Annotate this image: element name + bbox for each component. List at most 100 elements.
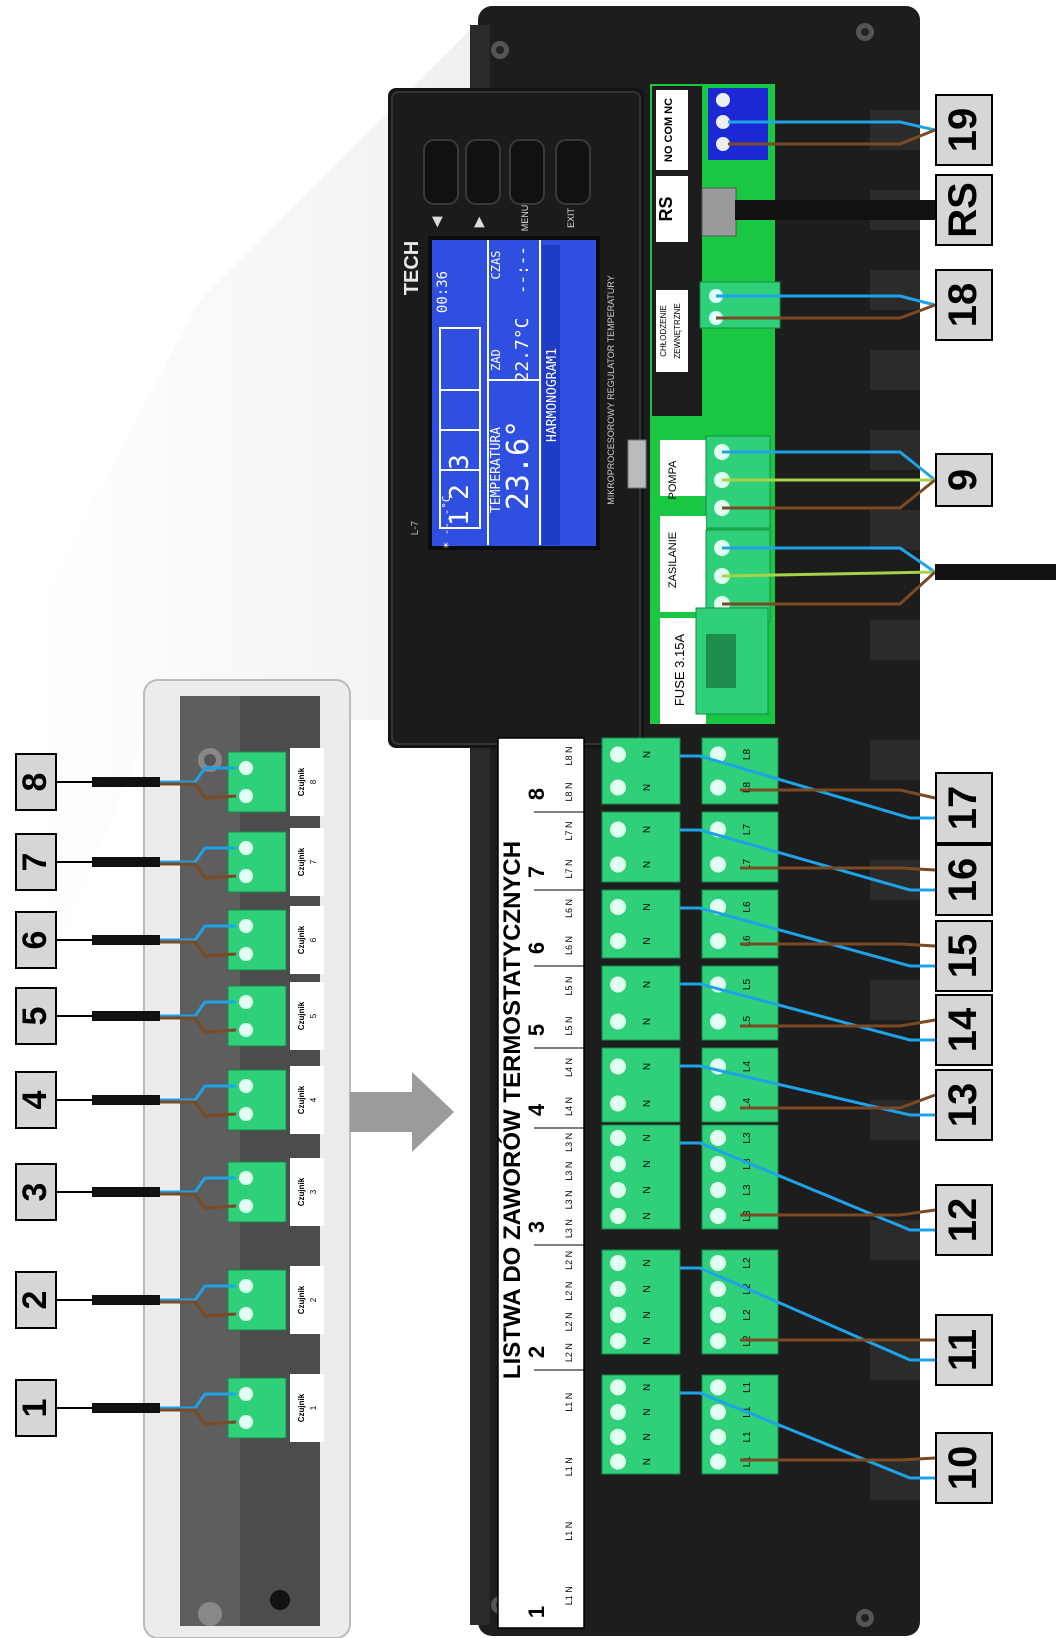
n-terminal-label: N <box>642 937 653 944</box>
lcd-temp-label: TEMPERATURA <box>489 427 504 513</box>
screw-icon <box>610 1428 626 1445</box>
sensor-label: Czujnik <box>297 767 306 796</box>
callout-box-left <box>15 911 57 969</box>
screw-icon <box>610 1281 626 1297</box>
screw-icon <box>239 1079 253 1093</box>
screw-icon <box>239 761 253 775</box>
callout-number-right: 19 <box>941 108 985 153</box>
callout-number-left: 1 <box>16 1399 54 1418</box>
screw-icon <box>710 1208 726 1224</box>
lcd-time-value: --:-- <box>513 246 532 294</box>
right-arrow-icon: ▶ <box>470 216 486 227</box>
sensor-label-box <box>290 1266 324 1334</box>
screw-icon <box>710 1453 726 1470</box>
n-terminal-label: N <box>642 1186 653 1193</box>
rs-cable <box>735 200 935 220</box>
zone-term-label: L3 N <box>564 1133 574 1152</box>
wire-blue <box>160 1000 236 1018</box>
l-terminal-label: L6 <box>742 935 753 947</box>
n-terminal-label: N <box>642 1160 653 1167</box>
screw-icon <box>610 1058 626 1075</box>
zone-number-7: 7 <box>524 866 549 878</box>
callout-box-left <box>15 1379 57 1437</box>
button-right[interactable] <box>465 139 501 205</box>
screw-icon <box>710 1281 726 1297</box>
strip-title: LISTWA DO ZAWORÓW TERMOSTATYCZNYCH <box>498 841 526 1379</box>
brand-logo: TECH <box>401 241 423 295</box>
button-left[interactable] <box>423 139 459 205</box>
screw-icon <box>610 976 626 993</box>
l-terminal-label: L6 <box>742 901 753 913</box>
lcd-zone-1: 1 <box>445 510 475 526</box>
sensor-label: Czujnik <box>297 1085 306 1114</box>
zone-term-label: L2 N <box>564 1282 574 1301</box>
sensor-terminal-2 <box>227 1269 287 1331</box>
callout-box-right <box>935 94 993 166</box>
l-terminal-label: L5 <box>742 1016 753 1028</box>
n-terminal-label: N <box>642 1337 653 1344</box>
menu-button[interactable] <box>509 139 545 205</box>
cooling-label-1: CHŁODZENIE <box>659 305 668 357</box>
screw-icon <box>610 933 626 949</box>
wire-brown <box>160 1300 237 1318</box>
wire-blue <box>722 546 936 574</box>
callout-box-right <box>935 772 993 844</box>
sensor-label-box <box>290 982 324 1050</box>
n-terminal-label: N <box>642 1458 653 1465</box>
sensor-terminal-4 <box>227 1069 287 1131</box>
l-terminal-label: L4 <box>742 1098 753 1110</box>
n-terminal-block <box>601 811 681 883</box>
screw-icon <box>610 899 626 915</box>
callout-box-left <box>15 1271 57 1329</box>
screw-icon <box>710 1428 726 1445</box>
lcd-temp-value: 23.6° <box>501 420 536 510</box>
callout-number-left: 5 <box>16 1007 54 1026</box>
callout-box-right <box>935 174 993 246</box>
zone-term-label: L7 N <box>564 859 574 878</box>
n-terminal-label: N <box>642 1018 653 1025</box>
wire-brown <box>160 1408 237 1426</box>
sensor-label: Czujnik <box>297 1001 306 1030</box>
lcd-schedule: HARMONOGRAM1 <box>545 348 560 442</box>
zone-term-label: L2 N <box>564 1312 574 1331</box>
n-terminal-label: N <box>642 751 653 758</box>
arrow-icon <box>350 1072 454 1152</box>
callout-box-right <box>935 269 993 341</box>
n-terminal-label: N <box>642 1384 653 1391</box>
l-terminal-block <box>701 889 779 959</box>
zone-term-label: L3 N <box>564 1219 574 1238</box>
callout-box-right <box>935 1069 993 1141</box>
screw-icon <box>710 1095 726 1112</box>
screw-icon <box>710 1130 726 1146</box>
screw-icon <box>239 1171 253 1185</box>
wire-blue <box>680 754 935 820</box>
zone-term-label: L1 N <box>564 1457 574 1476</box>
cooling-label-2: ZEWNĘTRZNE <box>673 303 682 359</box>
l-terminal-label: L8 <box>742 749 753 761</box>
wire-blue <box>160 846 236 864</box>
wire-brown <box>722 570 937 606</box>
screw-icon <box>710 933 726 949</box>
zone-number-8: 8 <box>524 788 549 800</box>
callout-box-right <box>935 1314 993 1386</box>
wire-blue <box>722 450 936 482</box>
zone-term-label: L3 N <box>564 1162 574 1181</box>
wire-blue <box>680 1064 935 1117</box>
l-terminal-label: L3 <box>742 1184 753 1196</box>
sensor-label-box <box>290 748 324 816</box>
screw-icon <box>239 947 253 961</box>
cable <box>92 1187 160 1197</box>
sensor-number: 4 <box>309 1097 318 1102</box>
screw-icon <box>610 1307 626 1323</box>
sensor-number: 2 <box>309 1297 318 1302</box>
n-terminal-label: N <box>642 826 653 833</box>
wire-blue <box>160 1392 236 1410</box>
callout-box-right <box>935 844 993 916</box>
zone-term-label: L8 N <box>564 746 574 765</box>
exit-button[interactable] <box>555 139 591 205</box>
callout-number-right: 15 <box>941 934 985 979</box>
n-terminal-label: N <box>642 1063 653 1070</box>
sensor-label-box <box>290 906 324 974</box>
n-terminal-block <box>601 965 681 1041</box>
